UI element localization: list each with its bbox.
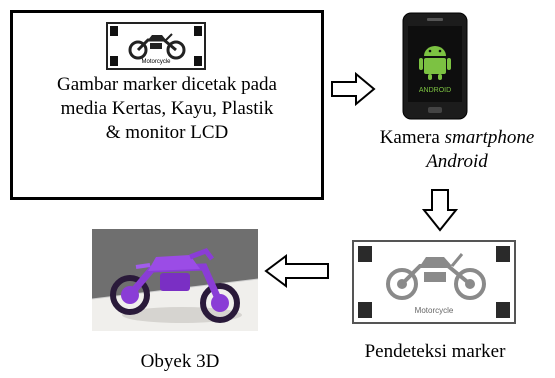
caption-line-2: media Kertas, Kayu, Plastik (60, 98, 274, 119)
camera-caption-smartphone: smartphone (444, 127, 535, 148)
smartphone-icon: ANDROID (402, 12, 468, 120)
android-screen-text: ANDROID (419, 87, 451, 94)
marker-image-small: Motorcycle (106, 22, 206, 70)
camera-caption: Kamera smartphone Android (357, 126, 555, 174)
motorcycle-3d-render (92, 229, 258, 331)
arrow-down-icon (422, 189, 458, 232)
camera-caption-android: Android (426, 151, 488, 172)
object3d-caption: Obyek 3D (140, 351, 220, 372)
marker-media-caption: Gambar marker dicetak pada media Kertas,… (22, 73, 312, 145)
detector-caption: Pendeteksi marker (364, 341, 506, 362)
caption-line-1: Gambar marker dicetak pada (57, 74, 277, 95)
detected-marker-image: Motorcycle (352, 240, 516, 324)
detected-marker-label: Motorcycle (414, 306, 454, 315)
camera-caption-prefix: Kamera (379, 127, 445, 148)
marker-label-small: Motorcycle (141, 59, 171, 65)
caption-line-3: & monitor LCD (105, 122, 229, 143)
motorcycle-icon (128, 33, 186, 60)
motorcycle-outline-icon (386, 253, 486, 300)
arrow-left-icon (264, 254, 329, 288)
arrow-right-icon (331, 72, 376, 106)
